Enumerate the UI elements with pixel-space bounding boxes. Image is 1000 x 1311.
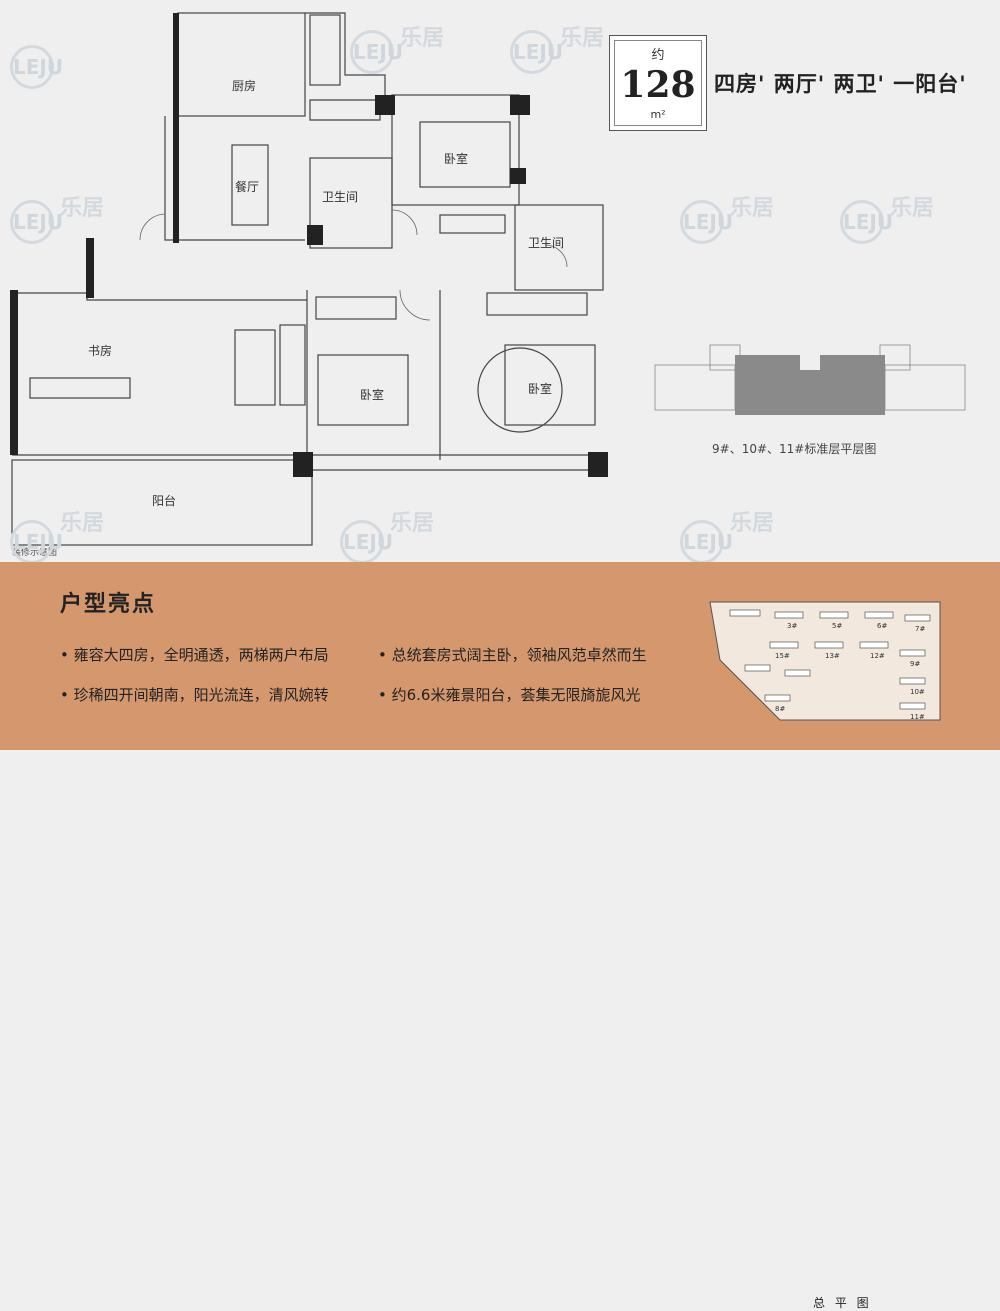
area-value: 128 — [620, 64, 696, 106]
study-desk — [29, 377, 131, 399]
site-plan: 3# 5# 6# 7# 15# 13# 12# 9# 10# 11# 8# — [709, 601, 941, 721]
room-label-bathroom1: 卫生间 — [322, 190, 359, 204]
wardrobe-mid — [315, 296, 397, 320]
watermark-logo: LEJU — [510, 30, 563, 74]
watermark-logo: LEJU — [10, 520, 63, 564]
watermark-text: 乐居 — [400, 26, 445, 51]
room-label-balcony: 阳台 — [152, 494, 177, 508]
typical-floor-caption: 9#、10#、11#标准层平层图 — [712, 442, 877, 456]
utility-area — [309, 14, 341, 86]
building-label: 15# — [775, 652, 790, 660]
floor-plan-drawing — [10, 12, 608, 546]
building-label: 5# — [832, 622, 842, 630]
floor-plan: 厨房 餐厅 卫生间 卧室 卫生间 书房 卧室 卧室 阳台 装修示意图 LEJU … — [0, 0, 1000, 564]
building-label: 9# — [910, 660, 920, 668]
bed-mid — [317, 354, 409, 426]
room-label-bathroom2: 卫生间 — [528, 236, 565, 250]
watermark-logo: LEJU — [350, 30, 403, 74]
building-label: 12# — [870, 652, 885, 660]
watermark-text: 乐居 — [60, 196, 105, 221]
bathroom2-walls — [514, 204, 604, 291]
building-label: 6# — [877, 622, 887, 630]
sofa — [234, 329, 276, 406]
site-plan-caption: 总 平 图 — [813, 1296, 872, 1310]
typical-floor-plan — [654, 344, 966, 415]
building-label: 10# — [910, 688, 925, 696]
watermark-logo: LEJU — [10, 200, 63, 244]
watermark-text: 乐居 — [390, 511, 435, 536]
watermark-logo: LEJU — [680, 200, 733, 244]
building-label: 7# — [915, 625, 925, 633]
wardrobe-top — [439, 214, 506, 234]
building-label: 8# — [775, 705, 785, 713]
watermark-logo: LEJU — [340, 520, 393, 564]
kitchen-bath-walls — [305, 12, 386, 100]
watermark-text: 乐居 — [60, 511, 105, 536]
building-label: 11# — [910, 713, 925, 721]
area-unit: m² — [650, 108, 666, 121]
laundry-area — [309, 99, 381, 121]
highlight-item: • 珍稀四开间朝南，阳光流连，清风婉转 — [60, 686, 329, 704]
room-label-dining: 餐厅 — [235, 180, 260, 194]
study-top-wall — [12, 292, 307, 301]
watermark-text: 乐居 — [560, 26, 605, 51]
watermark-logo: LEJU — [10, 45, 63, 89]
highlight-item: • 总统套房式阔主卧，领袖风范卓然而生 — [378, 646, 647, 664]
approx-label: 约 — [651, 48, 665, 63]
highlight-item: • 雍容大四房，全明通透，两梯两户布局 — [60, 646, 329, 664]
round-rug — [477, 347, 563, 433]
room-label-bedroom-mid: 卧室 — [360, 388, 385, 402]
bed-top — [419, 121, 511, 188]
sofa-side — [279, 324, 306, 406]
building-label: 13# — [825, 652, 840, 660]
highlight-item: • 约6.6米雍景阳台，荟集无限旖旎风光 — [378, 686, 641, 704]
watermark-logo: LEJU — [680, 520, 733, 564]
watermark-logo: LEJU — [840, 200, 893, 244]
watermark-text: 乐居 — [730, 196, 775, 221]
badge-frame — [614, 40, 702, 126]
room-label-kitchen: 厨房 — [232, 79, 257, 93]
bed-right — [504, 344, 596, 426]
highlights-title: 户型亮点 — [60, 592, 157, 617]
room-label-bedroom-top: 卧室 — [444, 152, 469, 166]
layout-headline: 四房' 两厅' 两卫' 一阳台' — [714, 71, 967, 96]
dining-table — [231, 144, 269, 226]
watermark-text: 乐居 — [730, 511, 775, 536]
building-label: 3# — [787, 622, 797, 630]
bedroom-top-walls — [391, 94, 520, 206]
wardrobe-right — [486, 292, 588, 316]
area-badge: 约 128 m² — [609, 35, 707, 131]
balcony-walls — [11, 459, 313, 546]
watermark-text: 乐居 — [890, 196, 935, 221]
kitchen-walls — [177, 12, 306, 117]
dining-walls — [164, 116, 305, 241]
highlights-panel: 户型亮点 • 雍容大四房，全明通透，两梯两户布局 • 总统套房式阔主卧，领袖风范… — [0, 562, 1000, 1310]
room-label-bedroom-right: 卧室 — [528, 382, 553, 396]
room-label-study: 书房 — [88, 344, 113, 358]
